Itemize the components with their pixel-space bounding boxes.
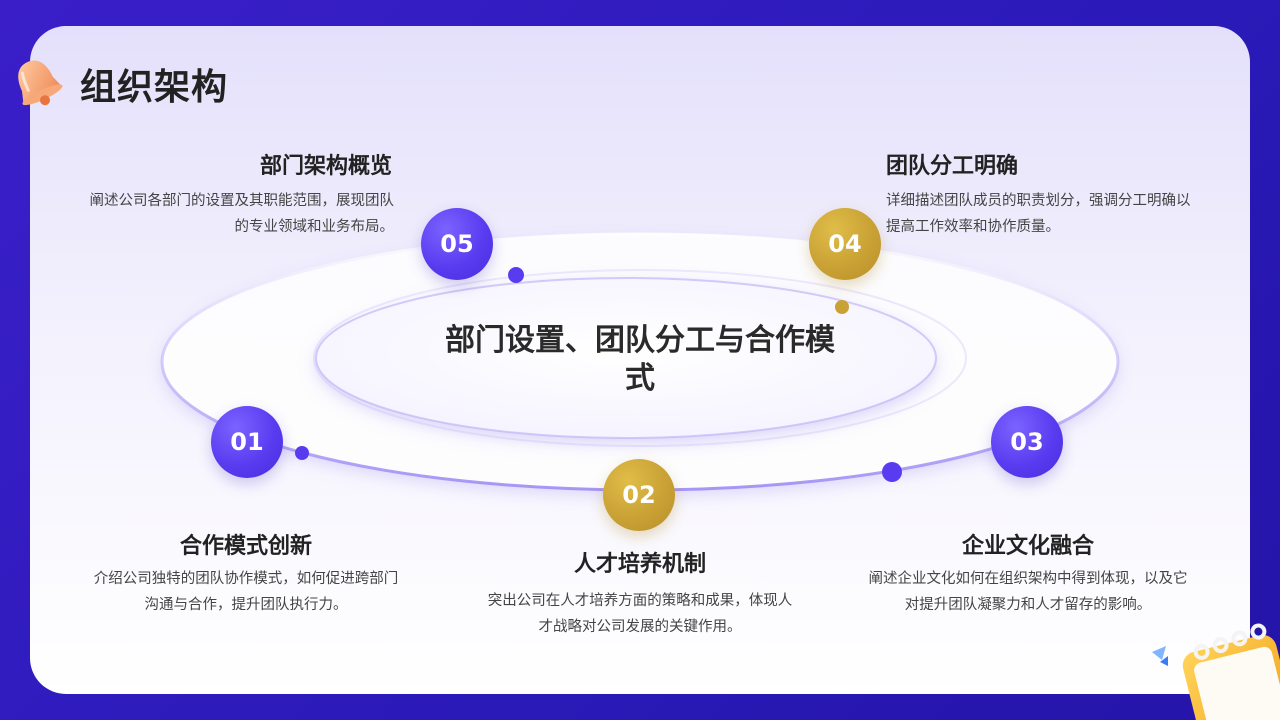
item-title-03: 企业文化融合 bbox=[961, 534, 1094, 559]
bell-icon bbox=[18, 60, 63, 106]
item-title-04: 团队分工明确 bbox=[886, 154, 1019, 179]
node-number: 02 bbox=[622, 481, 656, 509]
node-number: 05 bbox=[440, 230, 474, 258]
node-01: 01 bbox=[211, 406, 283, 478]
item-desc-01: 介绍公司独特的团队协作模式，如何促进跨部门沟通与合作，提升团队执行力。 bbox=[93, 571, 399, 613]
item-desc-02: 突出公司在人才培养方面的策略和成果，体现人才战略对公司发展的关键作用。 bbox=[487, 593, 793, 635]
node-number: 04 bbox=[828, 230, 862, 258]
item-title-05: 部门架构概览 bbox=[259, 154, 392, 179]
item-title-01: 合作模式创新 bbox=[179, 534, 312, 559]
item-desc-05: 阐述公司各部门的设置及其职能范围，展现团队的专业领域和业务布局。 bbox=[89, 193, 395, 235]
page-title: 组织架构 bbox=[80, 67, 229, 108]
orbit-dot bbox=[508, 267, 524, 283]
item-desc-04: 详细描述团队成员的职责划分，强调分工明确以提高工作效率和协作质量。 bbox=[886, 193, 1191, 235]
orbit-dot bbox=[835, 300, 849, 314]
node-02: 02 bbox=[603, 459, 675, 531]
node-04: 04 bbox=[809, 208, 881, 280]
item-desc-03: 阐述企业文化如何在组织架构中得到体现，以及它对提升团队凝聚力和人才留存的影响。 bbox=[868, 571, 1188, 613]
center-text: 部门设置、团队分工与合作模式 bbox=[445, 323, 835, 396]
orbit-dot bbox=[882, 462, 902, 482]
item-title-02: 人才培养机制 bbox=[573, 552, 706, 577]
node-05: 05 bbox=[421, 208, 493, 280]
node-number: 01 bbox=[230, 428, 264, 456]
node-number: 03 bbox=[1010, 428, 1044, 456]
orbit-dot bbox=[295, 446, 309, 460]
calendar-icon bbox=[1152, 623, 1280, 720]
node-03: 03 bbox=[991, 406, 1063, 478]
